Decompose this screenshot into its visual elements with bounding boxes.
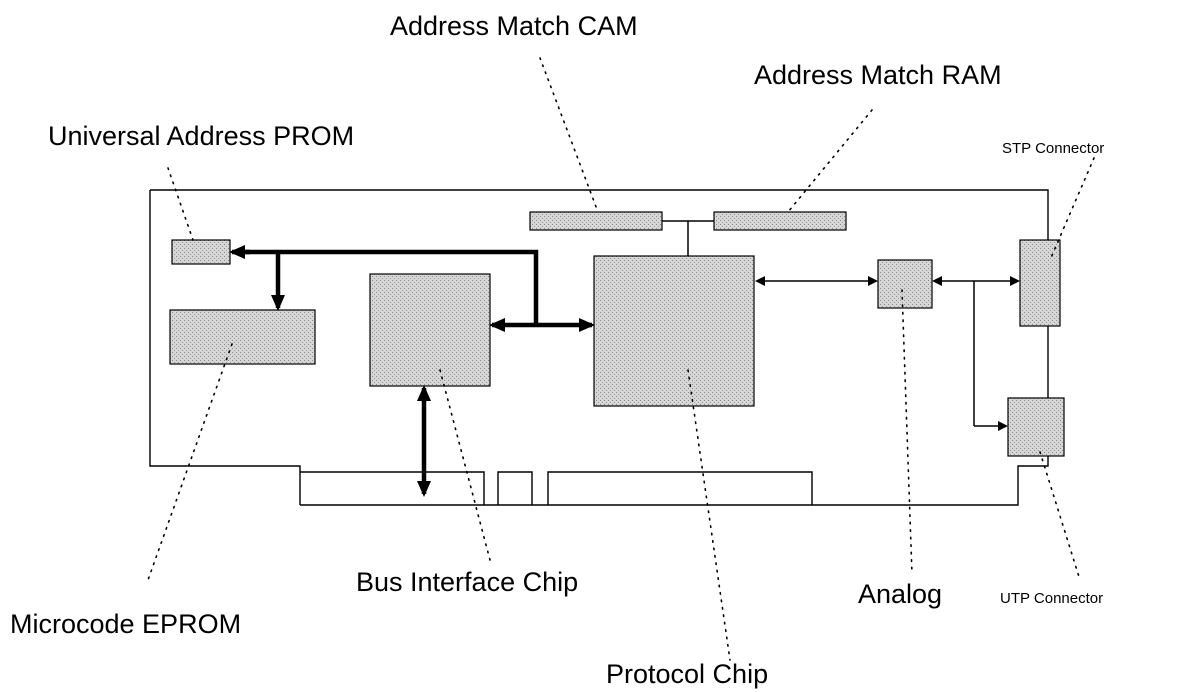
microcode-eprom-chip bbox=[169, 309, 316, 365]
leader-protocol bbox=[687, 369, 731, 661]
address-match-cam-chip bbox=[529, 211, 663, 231]
label-bus-interface-chip: Bus Interface Chip bbox=[356, 567, 578, 597]
leader-utp bbox=[1039, 451, 1081, 581]
stp-connector-block bbox=[1019, 239, 1061, 327]
leader-bus-interface bbox=[439, 369, 491, 561]
label-analog: Analog bbox=[858, 579, 942, 609]
utp-connector-block bbox=[1007, 397, 1065, 457]
leader-prom bbox=[167, 167, 194, 241]
analog-chip bbox=[877, 259, 933, 309]
prom-bus-line bbox=[245, 249, 539, 325]
bus-interface-chip bbox=[369, 273, 491, 387]
leader-ram bbox=[787, 109, 873, 213]
leader-eprom bbox=[147, 343, 233, 581]
label-address-match-ram: Address Match RAM bbox=[754, 60, 1002, 90]
label-protocol-chip: Protocol Chip bbox=[606, 659, 768, 689]
label-microcode-eprom: Microcode EPROM bbox=[10, 609, 241, 639]
label-address-match-cam: Address Match CAM bbox=[390, 11, 638, 41]
address-match-ram-chip bbox=[713, 211, 847, 231]
universal-address-prom-chip bbox=[171, 239, 231, 265]
leader-cam bbox=[539, 57, 599, 213]
label-utp-connector: UTP Connector bbox=[1000, 590, 1103, 607]
leader-analog bbox=[901, 289, 913, 575]
label-universal-address-prom: Universal Address PROM bbox=[48, 121, 354, 151]
protocol-chip bbox=[593, 255, 755, 407]
label-stp-connector: STP Connector bbox=[1002, 140, 1104, 157]
cam-ram-to-protocol-link bbox=[662, 220, 714, 256]
circuit-board-outline bbox=[149, 189, 1049, 506]
